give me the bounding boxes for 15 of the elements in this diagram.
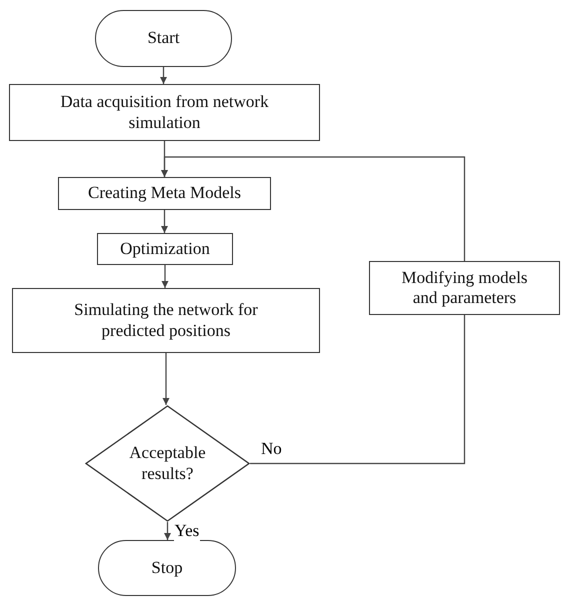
process-box: Data acquisition from network simulation: [9, 84, 320, 141]
arrow: [162, 265, 168, 288]
process-box: Creating Meta Models: [58, 177, 271, 210]
connector-line: [250, 315, 466, 464]
edge-label: Yes: [174, 522, 200, 541]
process-box: Optimization: [97, 233, 233, 265]
arrow: [162, 353, 170, 405]
arrow: [160, 67, 167, 84]
arrow: [164, 522, 171, 540]
arrow: [161, 156, 466, 261]
process-box: Simulating the network for predicted positions: [12, 288, 320, 353]
terminal-shape: Start: [95, 10, 232, 67]
process-box: Modifying models and parameters: [369, 261, 560, 315]
arrow: [161, 210, 168, 233]
decision-diamond: Acceptable results?: [85, 405, 250, 522]
